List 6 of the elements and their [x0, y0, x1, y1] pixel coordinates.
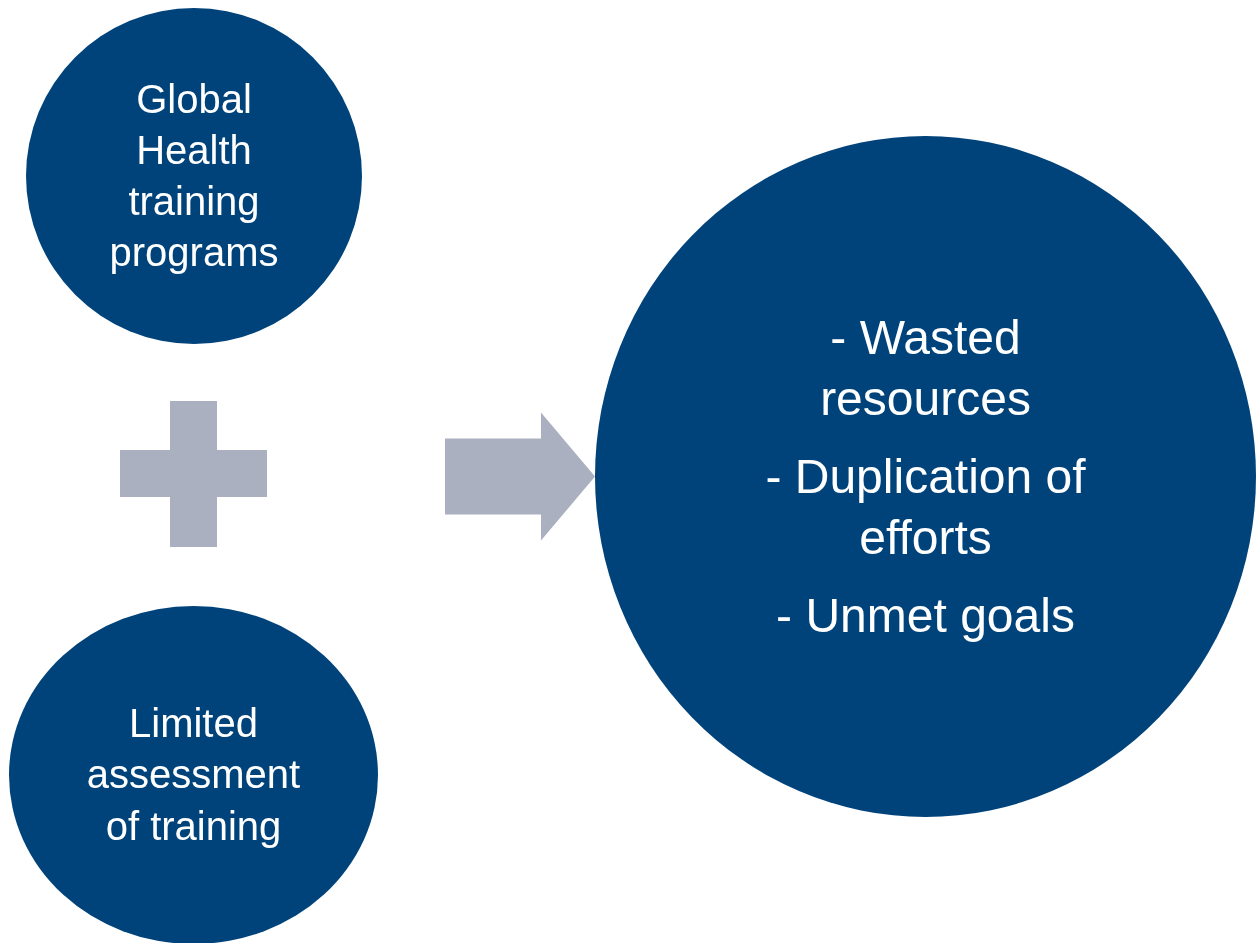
node-label: - Unmet goals: [775, 587, 1076, 644]
block-arrow: [445, 412, 595, 541]
node-label: Global Health training programs: [108, 75, 280, 277]
node-label: - Duplication of efforts: [764, 448, 1087, 567]
node-label: - Wasted resources: [819, 309, 1032, 428]
node-label: Limited assessment of training: [85, 700, 302, 850]
